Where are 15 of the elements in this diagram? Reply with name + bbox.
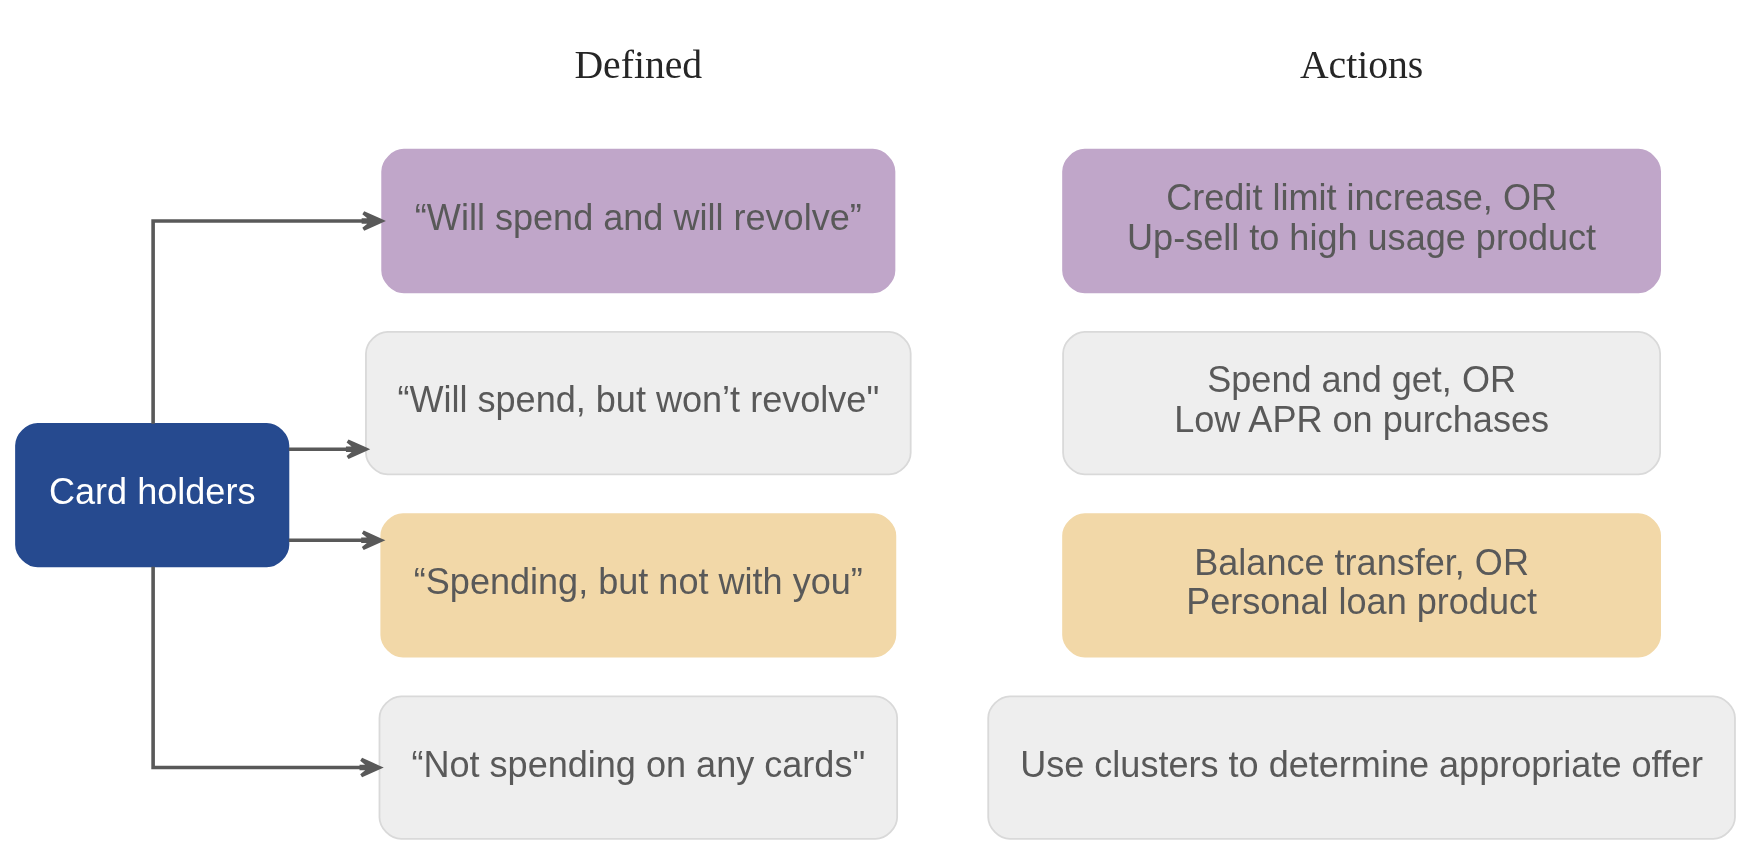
arrow	[288, 530, 383, 551]
arrow	[151, 211, 384, 424]
node-box: “Not spending on any cards"	[378, 695, 899, 840]
arrow	[151, 566, 382, 778]
node-box: “Will spend, but won’t revolve"	[365, 331, 912, 476]
node-box: Card holders	[15, 423, 290, 568]
node-box: “Spending, but not with you”	[380, 513, 897, 658]
label: Actions	[1299, 42, 1424, 87]
node-box: “Will spend and will revolve”	[381, 148, 896, 294]
node-box: Use clusters to determine appropriate offer	[987, 695, 1736, 840]
node-box: Balance transfer, OR Personal loan product	[1062, 513, 1661, 658]
label: Defined	[574, 42, 703, 87]
arrow	[288, 439, 368, 460]
node-box: Credit limit increase, OR Up-sell to high usage product	[1062, 148, 1661, 294]
node-box: Spend and get, OR Low APR on purchases	[1062, 331, 1661, 476]
